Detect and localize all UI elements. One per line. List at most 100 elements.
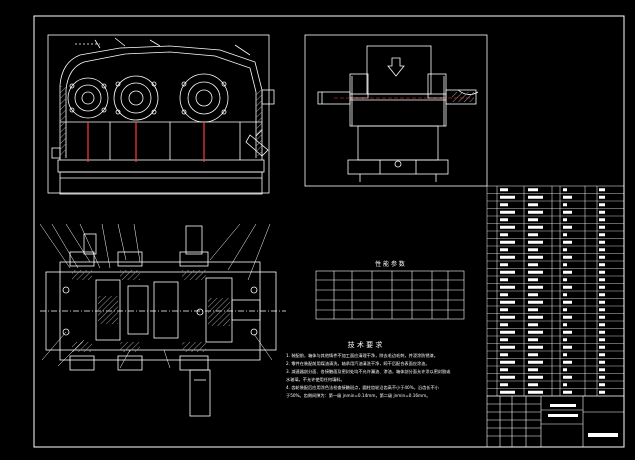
parts-list-entry-mark: [599, 210, 605, 214]
parts-list-entry-mark: [599, 255, 605, 259]
parts-list-entry-mark: [563, 353, 567, 357]
parts-list-entry-mark: [500, 195, 515, 199]
parts-list-entry-mark: [599, 345, 605, 349]
parts-list-entry-mark: [599, 323, 605, 327]
parts-list-entry-mark: [528, 203, 538, 207]
parts-list-entry-mark: [528, 345, 543, 349]
parts-list-entry-mark: [563, 248, 567, 252]
parts-list-entry-mark: [528, 315, 543, 319]
parts-list-entry-mark: [500, 248, 508, 252]
parts-list-entry-mark: [500, 270, 515, 274]
parts-list-entry-mark: [599, 293, 605, 297]
front-view-shafts: [87, 122, 205, 162]
parts-list-entry-mark: [528, 390, 543, 394]
parts-list-entry-mark: [500, 188, 508, 192]
parts-list-entry-mark: [500, 353, 508, 357]
parts-list-entry-mark: [528, 300, 543, 304]
parts-list-entry-mark: [500, 338, 508, 342]
parts-list-entry-mark: [528, 270, 543, 274]
parts-list-entry-mark: [500, 345, 515, 349]
parts-list-entry-mark: [563, 383, 567, 387]
parts-list-entry-mark: [500, 368, 508, 372]
parts-list-entry-mark: [500, 278, 508, 282]
front-view: [47, 34, 275, 195]
tech-requirement-line-1: 1. 装配前，箱体与其他铸件不加工面应清理干净，除去毛边毛刺，并浸涂防锈漆。: [286, 352, 438, 359]
parts-list-entry-mark: [563, 240, 572, 244]
parts-list-entry-mark: [528, 360, 543, 364]
parts-list-entry-mark: [500, 383, 508, 387]
parts-list-entry-mark: [528, 248, 538, 252]
parts-list-entry-mark: [500, 300, 515, 304]
parts-list-entry-mark: [563, 285, 572, 289]
performance-table-title: 性 能 参 数: [375, 260, 405, 268]
parts-list-entry-mark: [599, 353, 605, 357]
top-view-hatching: [72, 270, 230, 352]
parts-list-entry-mark: [500, 225, 515, 229]
tech-requirements: 技 术 要 求 1. 装配前，箱体与其他铸件不加工面应清理干净，除去毛边毛刺，并…: [286, 340, 451, 399]
parts-list-entry-mark: [563, 323, 567, 327]
parts-list-entry-mark: [563, 330, 572, 334]
parts-list-entry-mark: [563, 225, 572, 229]
parts-list-entry-mark: [599, 248, 605, 252]
parts-list-entry-mark: [563, 263, 567, 267]
parts-list-entry-mark: [599, 390, 605, 394]
title-block-fills: [548, 404, 618, 437]
parts-list-entry-mark: [528, 225, 543, 229]
parts-list-entry-mark: [599, 285, 605, 289]
parts-list-entry-mark: [599, 218, 605, 222]
parts-list-entry-mark: [528, 188, 538, 192]
parts-list-entry-mark: [500, 315, 515, 319]
parts-list-entry-mark: [528, 255, 543, 259]
parts-list-entry-mark: [599, 270, 605, 274]
parts-list-entry-mark: [599, 278, 605, 282]
parts-list-entry-mark: [528, 210, 543, 214]
parts-list-entry-mark: [599, 368, 605, 372]
parts-list-entry-mark: [599, 195, 605, 199]
parts-list-entry-mark: [528, 330, 543, 334]
side-view-hatching: [452, 92, 474, 102]
parts-list-entry-mark: [563, 210, 572, 214]
parts-list-entry-mark: [528, 293, 538, 297]
parts-list-entry-mark: [500, 218, 508, 222]
parts-list-entry-mark: [563, 270, 572, 274]
parts-list-entry-mark: [599, 203, 605, 207]
parts-list-entry-mark: [563, 255, 572, 259]
parts-list-entry-mark: [563, 203, 567, 207]
parts-list-entry-mark: [500, 360, 515, 364]
parts-list-entry-mark: [528, 308, 538, 312]
title-block: [486, 395, 625, 448]
parts-list-entry-mark: [528, 338, 538, 342]
parts-list-entry-mark: [563, 368, 567, 372]
tech-requirement-line-5: 4. 齿轮装配后应用涂色法检查接触斑点，圆柱齿轮沿齿高不小于40%，沿齿长不小: [286, 384, 440, 391]
parts-list-entry-mark: [563, 278, 567, 282]
parts-list-entry-mark: [528, 218, 538, 222]
parts-list-entry-mark: [599, 233, 605, 237]
performance-table: [315, 270, 465, 320]
parts-list-entry-mark: [563, 300, 572, 304]
tech-requirement-line-2: 2. 零件在装配前用煤油清洗，轴承用汽油清洗干净，晾干后配合表面应涂油。: [286, 360, 430, 367]
parts-list-entry-mark: [599, 225, 605, 229]
parts-list-entry-mark: [563, 308, 567, 312]
parts-list-entry-mark: [599, 360, 605, 364]
parts-list-entry-mark: [599, 263, 605, 267]
tech-requirement-line-4: 水玻璃，不允许使用任何填料。: [286, 376, 345, 383]
parts-list-entry-mark: [599, 338, 605, 342]
tech-requirement-line-6: 于50%。齿侧间隙为：第一级 jnmin=0.14mm，第二级 jnmin=0.…: [286, 392, 430, 399]
parts-list-entry-mark: [500, 263, 508, 267]
parts-list-entry-mark: [599, 240, 605, 244]
parts-list-entry-mark: [500, 375, 515, 379]
parts-list-entry-mark: [599, 315, 605, 319]
front-view-hatching: [60, 86, 262, 156]
parts-list-entry-mark: [500, 330, 515, 334]
parts-list-entry-mark: [563, 315, 572, 319]
parts-list-entry-mark: [563, 195, 572, 199]
parts-list-entry-mark: [528, 195, 543, 199]
parts-list-entry-mark: [528, 368, 538, 372]
side-view: [304, 34, 488, 187]
parts-list-entry-mark: [500, 255, 515, 259]
parts-list-entry-mark: [528, 285, 543, 289]
parts-list-entry-mark: [599, 330, 605, 334]
parts-list-rows: [487, 193, 624, 389]
parts-list-entry-mark: [528, 353, 538, 357]
parts-list-entry-mark: [500, 240, 515, 244]
